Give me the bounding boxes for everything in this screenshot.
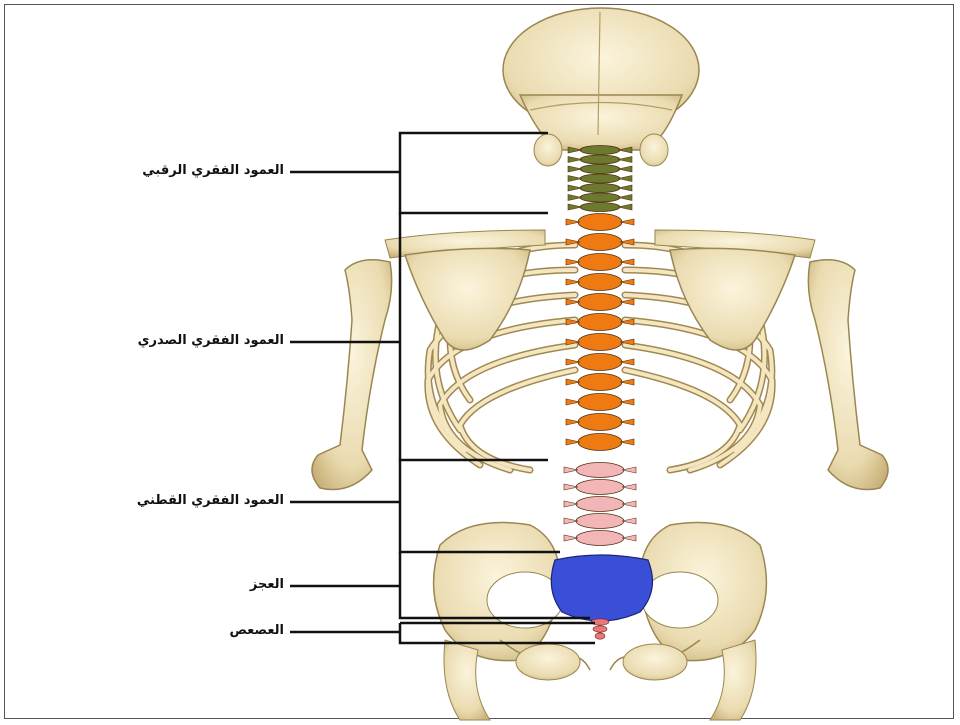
skull: [503, 8, 699, 166]
coccyx-segment: [593, 626, 607, 632]
thoracic-vertebra: [566, 214, 634, 231]
cervical-vertebra: [568, 165, 632, 174]
label-cervical-spine: العمود الفقري الرقبي: [142, 163, 284, 178]
label-thoracic-spine: العمود الفقري الصدري: [138, 333, 284, 348]
label-sacrum: العجز: [250, 577, 284, 592]
vertebral-column: [551, 146, 652, 640]
lumbar-vertebra: [564, 463, 636, 478]
sacrum: [551, 555, 652, 621]
lumbar-vertebra: [564, 497, 636, 512]
cervical-vertebra: [568, 155, 632, 164]
label-lumbar-spine: العمود الفقري القطني: [137, 493, 284, 508]
cervical-vertebra: [568, 203, 632, 212]
thoracic-vertebra: [566, 414, 634, 431]
thoracic-vertebra: [566, 374, 634, 391]
coccyx-segment: [595, 633, 605, 639]
thoracic-vertebra: [566, 394, 634, 411]
thoracic-vertebra: [566, 274, 634, 291]
lumbar-vertebra: [564, 480, 636, 495]
lumbar-vertebra: [564, 514, 636, 529]
lumbar-vertebra: [564, 531, 636, 546]
thoracic-vertebra: [566, 434, 634, 451]
cervical-vertebra: [568, 184, 632, 193]
label-coccyx: العصعص: [229, 623, 284, 638]
cervical-vertebra: [568, 174, 632, 183]
thoracic-vertebra: [566, 314, 634, 331]
cervical-vertebra: [568, 193, 632, 202]
